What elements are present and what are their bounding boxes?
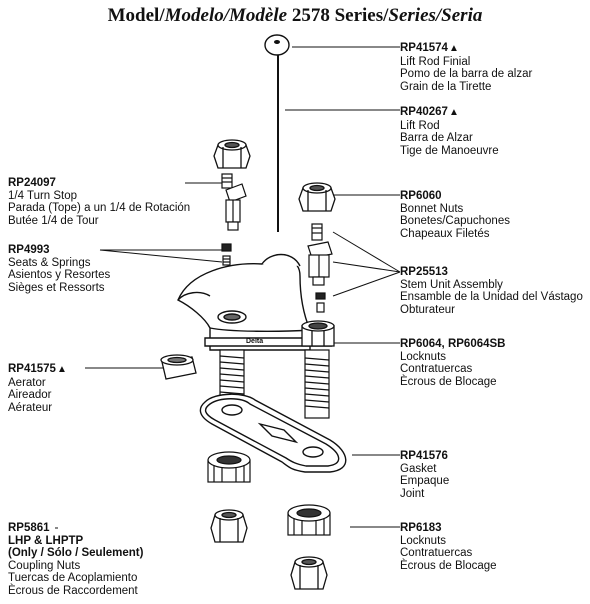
part-label-rp25513: RP25513 Stem Unit Assembly Ensamble de l… [400,266,583,316]
part-desc-en: Coupling Nuts [8,559,81,572]
title-modelo: Modelo/ [164,5,230,26]
part-desc-es: Tuercas de Acoplamiento [8,572,138,585]
part-number: RP24097 [8,177,56,189]
left-shank [219,349,245,403]
left-seat-spring [221,243,232,266]
faucet-body [177,253,333,351]
part-desc-fr: Joint [400,487,425,500]
part-label-rp41574: RP41574▲ Lift Rod Finial Pomo de la barr… [400,42,532,93]
leader-stem-a [332,231,401,273]
part-number: RP41576 [400,450,448,462]
part-desc-en: Lift Rod [400,119,440,132]
part-desc-fr: Butée 1/4 de Tour [8,214,99,227]
part-number: RP6064, RP6064SB [400,338,506,350]
faucet-brand-mark: Delta [246,338,263,345]
model-note-only: (Only / Sólo / Seulement) [8,547,144,560]
part-desc-es: Contratuercas [400,547,473,560]
part-desc-en: Locknuts [400,534,447,547]
part-desc-es: Ensamble de la Unidad del Vástago [400,291,583,304]
diagram-title: Model/Modelo/Modèle 2578 Series/Series/S… [0,5,590,27]
part-number: RP40267 [400,106,448,118]
title-seria: Seria [441,5,483,26]
part-label-rp40267: RP40267▲ Lift Rod Barra de Alzar Tige de… [400,106,499,157]
part-desc-fr: Obturateur [400,303,455,316]
part-desc-es: Barra de Alzar [400,132,473,145]
part-desc-en: 1/4 Turn Stop [8,189,78,202]
part-desc-fr: Ècrous de Raccordement [8,584,138,597]
part-label-rp41576: RP41576 Gasket Empaque Joint [400,450,449,500]
part-desc-en: Aerator [8,376,46,389]
part-desc-es: Aireador [8,389,52,402]
title-series: 2578 Series/ [291,5,389,26]
part-desc-fr: Aérateur [8,401,53,414]
right-seat-spring [315,292,326,313]
aerator [160,354,197,380]
left-bonnet-nut [213,139,251,169]
part-desc-es: Contratuercas [400,363,473,376]
part-desc-en: Locknuts [400,350,447,363]
part-desc-fr: Sièges et Ressorts [8,281,105,294]
part-number: RP6060 [400,190,442,202]
left-stem-assembly [221,173,247,231]
triangle-mark: ▲ [448,43,459,54]
triangle-mark: ▲ [56,364,67,375]
part-desc-fr: Chapeaux Filetés [400,227,490,240]
part-number: RP6183 [400,522,442,534]
left-mounting-locknut [207,451,251,483]
part-desc-fr: Ècrous de Blocage [400,375,497,388]
leader-stem-b [332,261,401,273]
right-coupling-nut [290,556,328,590]
part-desc-es: Asientos y Resortes [8,269,111,282]
part-label-rp24097: RP24097 1/4 Turn Stop Parada (Tope) a un… [8,177,190,227]
part-label-rp5861: RP5861 LHP & LHPTP (Only / Sólo / Seulem… [8,522,143,598]
part-number: RP41574 [400,42,448,54]
title-model: Model/ [107,5,165,26]
leader-seats-b [99,249,223,263]
part-label-rp4993: RP4993 Seats & Springs Asientos y Resort… [8,244,110,294]
right-mounting-locknut [287,504,331,536]
triangle-mark: ▲ [448,107,459,118]
right-body-locknut [301,320,335,347]
part-desc-es: Parada (Tope) a un 1/4 de Rotación [8,202,191,215]
part-desc-en: Stem Unit Assembly [400,278,503,291]
part-desc-en: Lift Rod Finial [400,55,471,68]
part-desc-es: Bonetes/Capuchones [400,215,510,228]
part-desc-es: Empaque [400,475,450,488]
part-label-rp6183: RP6183 Locknuts Contratuercas Ècrous de … [400,522,497,572]
model-note: LHP & LHPTP [8,534,84,547]
part-label-rp41575: RP41575▲ Aerator Aireador Aérateur [8,363,67,414]
part-desc-en: Bonnet Nuts [400,202,464,215]
part-number: RP41575 [8,363,56,375]
gasket [199,393,347,473]
part-number: RP25513 [400,266,448,278]
left-coupling-nut [210,509,248,543]
part-number: RP4993 [8,244,50,256]
finial-highlight [274,40,280,44]
right-shank [304,349,330,419]
part-desc-en: Seats & Springs [8,256,91,269]
part-desc-es: Pomo de la barra de alzar [400,68,533,81]
part-label-rp6060: RP6060 Bonnet Nuts Bonetes/Capuchones Ch… [400,190,510,240]
part-desc-en: Gasket [400,462,437,475]
part-label-rp6064: RP6064, RP6064SB Locknuts Contratuercas … [400,338,505,388]
lift-rod-finial [264,34,290,56]
leader-stem-c [332,271,401,297]
part-number: RP5861 [8,522,50,534]
part-desc-fr: Ècrous de Blocage [400,559,497,572]
part-desc-fr: Grain de la Tirette [400,80,492,93]
title-modele: Modèle [229,5,288,26]
title-series-es: Series/ [388,5,442,26]
right-bonnet-nut [298,182,336,212]
right-stem-assembly [307,223,333,286]
part-desc-fr: Tige de Manoeuvre [400,144,499,157]
